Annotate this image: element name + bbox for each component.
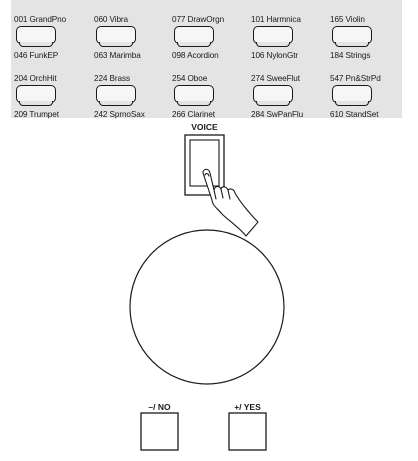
- yes-button[interactable]: [228, 412, 267, 451]
- voice-select-button[interactable]: [96, 26, 136, 47]
- voice-label: 046 FunkEP: [14, 51, 59, 60]
- voice-label: 106 NylonGtr: [251, 51, 299, 60]
- voice-select-button[interactable]: [253, 26, 293, 47]
- voice-select-button[interactable]: [16, 85, 56, 106]
- voice-select-button[interactable]: [174, 85, 214, 106]
- voice-label: 254 Oboe: [172, 74, 208, 83]
- voice-select-button[interactable]: [332, 26, 372, 47]
- voice-label: 284 SwPanFlu: [251, 110, 304, 119]
- voice-button[interactable]: [184, 134, 225, 196]
- voice-label: 266 Clarinet: [172, 110, 215, 119]
- voice-label: 547 Pn&StrPd: [330, 74, 381, 83]
- voice-button-label: VOICE: [191, 122, 218, 132]
- voice-select-button[interactable]: [174, 26, 214, 47]
- voice-label: 209 Trumpet: [14, 110, 59, 119]
- voice-label: 184 Strings: [330, 51, 371, 60]
- voice-label: 165 Violin: [330, 15, 365, 24]
- voice-select-button[interactable]: [332, 85, 372, 106]
- no-button-label: –/ NO: [148, 402, 171, 412]
- voice-label: 060 Vibra: [94, 15, 129, 24]
- voice-label: 098 Acordion: [172, 51, 219, 60]
- pressing-hand-icon: [202, 168, 259, 237]
- voice-label: 001 GrandPno: [14, 15, 67, 24]
- data-dial[interactable]: [129, 229, 285, 385]
- voice-select-button[interactable]: [16, 26, 56, 47]
- voice-label: 204 OrchHit: [14, 74, 57, 83]
- voice-direct-select-panel: 001 GrandPno 046 FunkEP 060 Vibra 063 Marim…: [11, 0, 402, 119]
- voice-label: 063 Marimba: [94, 51, 141, 60]
- no-button[interactable]: [140, 412, 179, 451]
- voice-label: 077 DrawOrgn: [172, 15, 225, 24]
- voice-select-button[interactable]: [253, 85, 293, 106]
- voice-label: 101 Harmnica: [251, 15, 301, 24]
- voice-label: 242 SprnoSax: [94, 110, 145, 119]
- voice-label: 274 SweeFlut: [251, 74, 300, 83]
- voice-select-button[interactable]: [96, 85, 136, 106]
- voice-label: 224 Brass: [94, 74, 130, 83]
- yes-button-label: +/ YES: [234, 402, 261, 412]
- voice-label: 610 StandSet: [330, 110, 379, 119]
